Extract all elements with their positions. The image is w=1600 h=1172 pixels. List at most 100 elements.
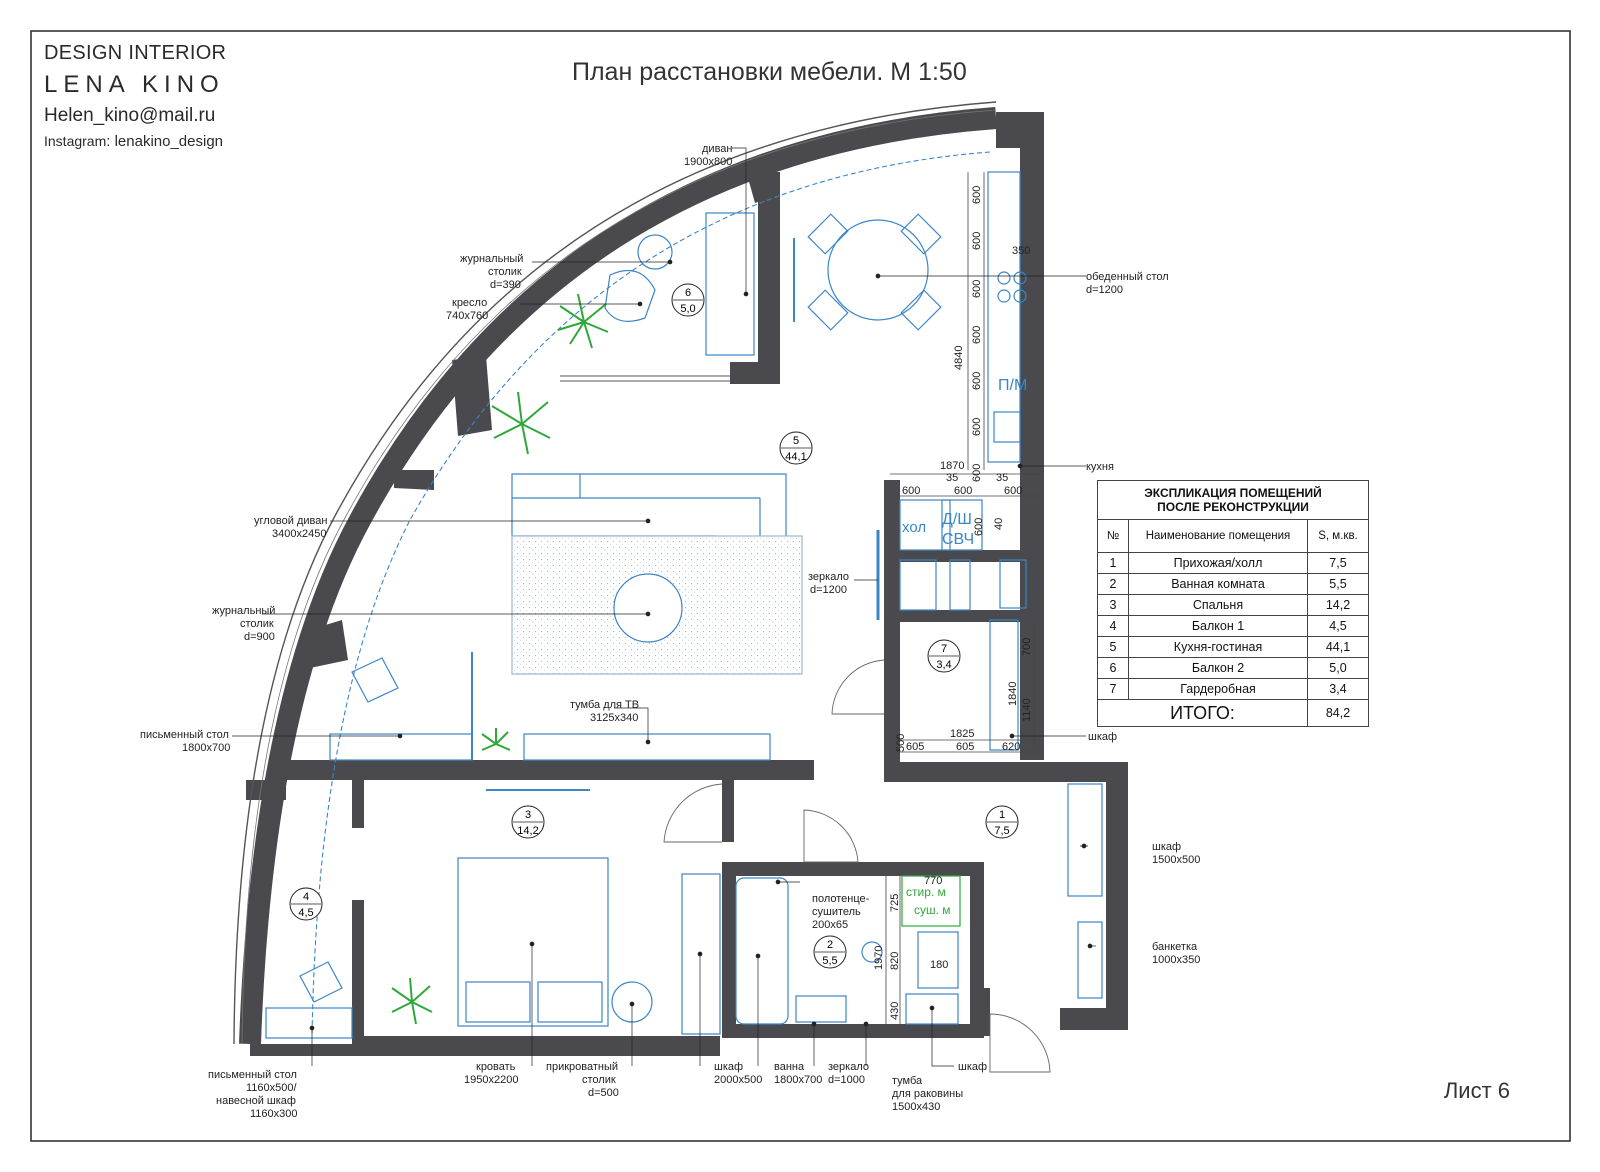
brand-line-1: DESIGN INTERIOR <box>44 42 227 64</box>
ann-sofa-2: 1900х800 <box>684 156 732 168</box>
explication-cell-num: 5 <box>1097 636 1129 658</box>
kitchen-counter <box>987 171 1021 463</box>
dim-k-2: 600 <box>971 232 983 250</box>
ann-dining-1: обеденный стол <box>1086 271 1169 283</box>
explication-cell-num: 6 <box>1097 657 1129 679</box>
dim-module-600-v: 600 <box>973 518 985 536</box>
ann-nightstand-3: d=500 <box>588 1087 619 1099</box>
room-tag-1: 17,5 <box>985 805 1019 839</box>
ann-mirror-bath-2: d=1000 <box>828 1074 865 1086</box>
dim-gap-right: 35 <box>996 472 1008 484</box>
brand-name: LENA KINO <box>44 71 225 98</box>
walls <box>246 112 1128 1056</box>
label-dry: суш. м <box>914 903 951 917</box>
dim-bath-h: 770 <box>924 875 942 887</box>
ann-mirror-bath-1: зеркало <box>828 1061 869 1073</box>
dim-bath-v-1: 725 <box>889 894 901 912</box>
room-tag-6: 65,0 <box>671 283 705 317</box>
hall-bench <box>1077 921 1103 999</box>
ann-sink-unit-2: для раковины <box>892 1088 963 1100</box>
label-micro: СВЧ <box>942 531 974 548</box>
explication-cell-area: 5,5 <box>1307 573 1369 595</box>
ann-bed-2: 1950х2200 <box>464 1074 518 1086</box>
room-area: 14,2 <box>517 825 538 837</box>
armchair <box>604 269 656 322</box>
room-number: 7 <box>941 643 947 655</box>
ann-desk-1: письменный стол <box>140 729 229 741</box>
dim-bath-v-3: 430 <box>889 1002 901 1020</box>
annotations: диван 1900х800 журнальный столик d=390 к… <box>140 143 1200 1120</box>
explication-cell-area: 7,5 <box>1307 552 1369 574</box>
bathtub <box>735 877 789 1025</box>
big-coffee-table <box>613 573 683 643</box>
ann-coffee-big-2: столик <box>240 618 274 630</box>
explication-total-value: 84,2 <box>1307 699 1369 727</box>
dim-mod-h-1: 600 <box>902 485 920 497</box>
dim-bath-180: 180 <box>930 959 948 971</box>
ann-towel-3: 200х65 <box>812 919 848 931</box>
brand-email: Helen_kino@mail.ru <box>44 105 216 126</box>
ann-wardrobe-hall-1: шкаф <box>1152 841 1181 853</box>
explication-cell-name: Спальня <box>1128 594 1308 616</box>
ann-wardrobe-7: шкаф <box>1088 731 1117 743</box>
room-tag-2: 25,5 <box>813 935 847 969</box>
room-area: 5,0 <box>680 303 695 315</box>
explication-cell-num: 7 <box>1097 678 1129 700</box>
ann-desk-balcony-2: 1160х500/ <box>246 1082 298 1094</box>
sheet-number: Лист 6 <box>1443 1078 1510 1103</box>
dim-bath-total-v: 1970 <box>873 946 885 970</box>
ann-wardrobe-bed-1: шкаф <box>714 1061 743 1073</box>
dim-k-6: 600 <box>971 418 983 436</box>
dim-40: 40 <box>993 518 1005 530</box>
ann-sink-unit-3: 1500х430 <box>892 1101 940 1113</box>
dim-closet-side: 500 <box>895 734 907 752</box>
ann-desk-balcony-1: письменный стол <box>208 1069 297 1081</box>
explication-cell-name: Балкон 2 <box>1128 657 1308 679</box>
balcony-glazing-outer <box>233 101 997 1045</box>
label-pm: П/М <box>998 377 1027 394</box>
ann-coffee-big-3: d=900 <box>244 631 275 643</box>
ann-desk-2: 1800х700 <box>182 742 230 754</box>
dim-kitchen-depth: 350 <box>1012 245 1030 257</box>
explication-cell-name: Кухня-гостиная <box>1128 636 1308 658</box>
ann-desk-balcony-3: навесной шкаф <box>216 1095 296 1107</box>
ann-mirror-hall-2: d=1200 <box>810 584 847 596</box>
explication-header-name: Наименование помещения <box>1128 519 1308 553</box>
explication-cell-num: 1 <box>1097 552 1129 574</box>
balcony-sofa <box>705 212 755 356</box>
explication-header: № Наименование помещения S, м.кв. <box>1097 519 1369 553</box>
explication-cell-name: Ванная комната <box>1128 573 1308 595</box>
balcony-glazing-inner <box>241 109 997 1045</box>
room-area: 3,4 <box>936 659 951 671</box>
room-area: 44,1 <box>785 451 806 463</box>
explication-cell-name: Прихожая/холл <box>1128 552 1308 574</box>
ann-armchair-2: 740х760 <box>446 310 488 322</box>
bed <box>457 857 609 1027</box>
dim-k-7: 600 <box>971 464 983 482</box>
dimensions: 4840 600 600 600 600 600 600 600 350 187… <box>873 172 1044 1024</box>
ann-corner-sofa-2: 3400х2450 <box>272 528 326 540</box>
ann-bench-2: 1000х350 <box>1152 954 1200 966</box>
ann-wardrobe-bed-2: 2000х500 <box>714 1074 762 1086</box>
explication-cell-num: 4 <box>1097 615 1129 637</box>
ann-bath-2: 1800х700 <box>774 1074 822 1086</box>
instagram-label: Instagram <box>44 133 107 149</box>
dim-closet-b-1: 605 <box>906 741 924 753</box>
room-number: 3 <box>525 809 531 821</box>
ann-bath-cabinet: шкаф <box>958 1061 987 1073</box>
hall-wardrobe <box>1067 783 1103 897</box>
balcony-desk <box>265 1007 353 1039</box>
dim-closet-b-3: 620 <box>1002 741 1020 753</box>
small-coffee-table <box>637 234 673 270</box>
room-area: 4,5 <box>298 907 313 919</box>
explication-cell-name: Балкон 1 <box>1128 615 1308 637</box>
explication-cell-area: 14,2 <box>1307 594 1369 616</box>
dim-mod-h-3: 600 <box>1004 485 1022 497</box>
ann-sofa-1: диван <box>702 143 732 155</box>
